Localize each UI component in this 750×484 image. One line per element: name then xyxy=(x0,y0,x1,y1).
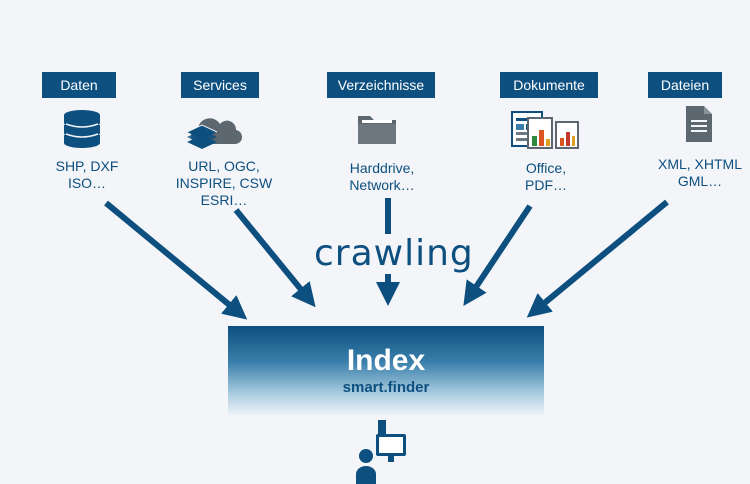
tag-services: Services xyxy=(181,72,259,98)
folder-icon xyxy=(358,116,396,144)
caption-daten-line2: ISO… xyxy=(67,175,107,191)
caption-dateien-line2: GML… xyxy=(677,173,723,189)
index-title: Index xyxy=(346,344,426,377)
caption-verzeichnisse-line1: Harddrive, xyxy=(349,160,415,176)
arrow-dateien xyxy=(526,199,669,318)
crawling-label: crawling xyxy=(314,233,474,274)
index-box: Index smart.finder xyxy=(228,326,544,416)
file-icon xyxy=(686,106,712,142)
documents-icon xyxy=(511,111,579,149)
caption-dokumente-line2: PDF… xyxy=(525,177,567,193)
caption-dateien: XML, XHTML GML… xyxy=(652,156,748,190)
caption-services: URL, OGC, INSPIRE, CSW ESRI… xyxy=(168,158,280,209)
caption-services-line3: ESRI… xyxy=(200,192,248,208)
caption-services-line1: URL, OGC, xyxy=(188,158,260,174)
tag-dokumente: Dokumente xyxy=(500,72,598,98)
cloud-layers-icon xyxy=(186,118,243,149)
arrow-daten xyxy=(104,200,248,320)
arrow-services xyxy=(233,208,316,308)
caption-services-line2: INSPIRE, CSW xyxy=(175,175,273,191)
database-icon xyxy=(64,110,100,148)
index-subtitle: smart.finder xyxy=(342,379,430,396)
caption-dokumente-line1: Office, xyxy=(525,160,567,176)
caption-dokumente: Office, PDF… xyxy=(506,160,586,194)
caption-dateien-line1: XML, XHTML xyxy=(657,156,742,172)
tag-dateien: Dateien xyxy=(648,72,722,98)
caption-verzeichnisse: Harddrive, Network… xyxy=(334,160,430,194)
tag-verzeichnisse: Verzeichnisse xyxy=(327,72,435,98)
tag-daten: Daten xyxy=(42,72,116,98)
caption-daten-line1: SHP, DXF xyxy=(55,158,119,174)
caption-verzeichnisse-line2: Network… xyxy=(349,177,415,193)
user-at-computer-icon xyxy=(356,420,406,484)
caption-daten: SHP, DXF ISO… xyxy=(42,158,132,192)
arrow-dokumente xyxy=(463,204,533,306)
